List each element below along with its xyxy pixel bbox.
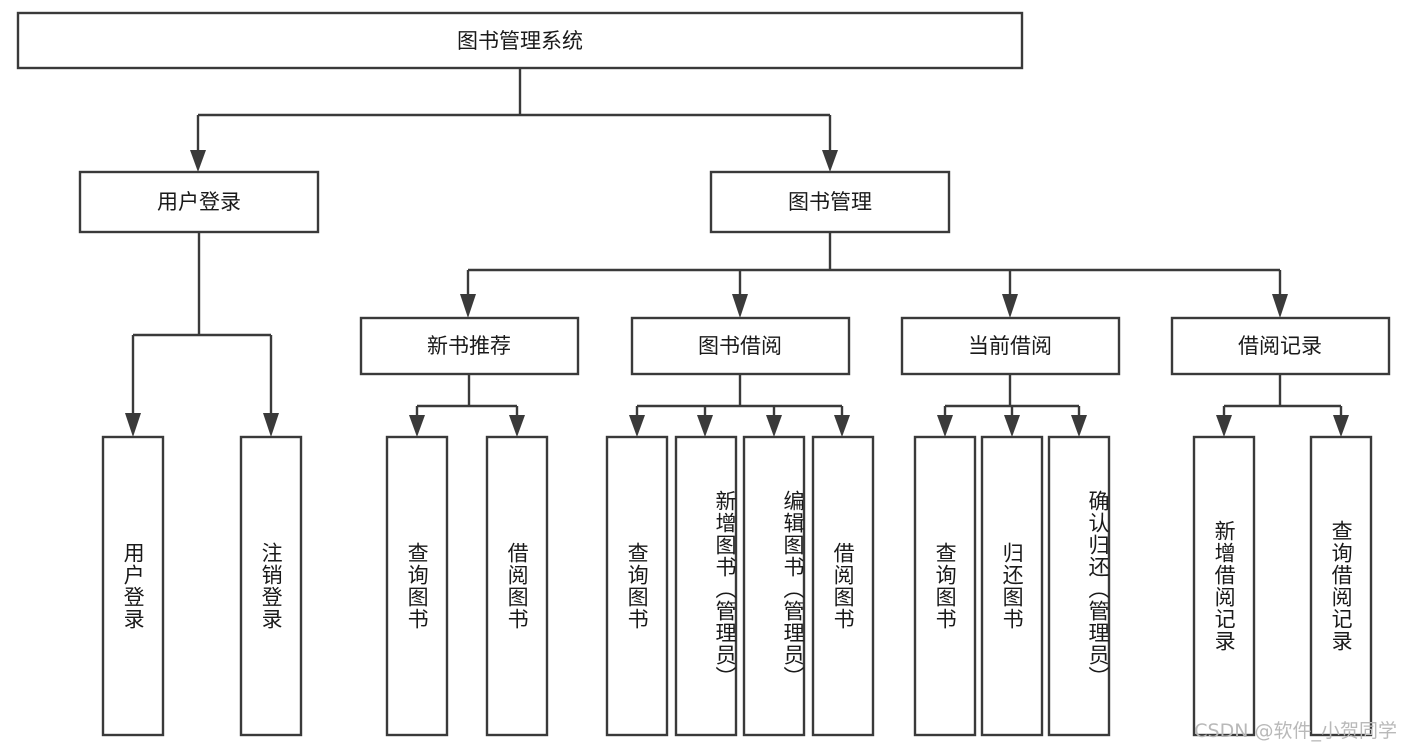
node-book-manage[interactable]: 图书管理: [709, 170, 951, 234]
root-box[interactable]: [16, 11, 1024, 70]
connector-bookborrow-to-leaves: [629, 374, 850, 437]
node-book-borrow[interactable]: 图书借阅: [630, 316, 851, 376]
leaf-box-bb-borrow[interactable]: [811, 435, 875, 737]
book-manage-label: 图书管理: [788, 190, 872, 214]
node-root[interactable]: 图书管理系统: [16, 11, 1024, 70]
arrow-head-icon: [1071, 415, 1087, 437]
watermark-text: CSDN @软件_小贺同学: [1194, 720, 1397, 742]
leaf-box-logout[interactable]: [239, 435, 303, 737]
node-current-borrow[interactable]: 当前借阅: [900, 316, 1121, 376]
arrow-head-icon: [1272, 294, 1288, 318]
leaf-box-br-add[interactable]: [1192, 435, 1256, 737]
arrow-head-icon: [263, 413, 279, 437]
node-new-book-recommend[interactable]: 新书推荐: [359, 316, 580, 376]
arrow-head-icon: [766, 415, 782, 437]
user-login-box[interactable]: [78, 170, 320, 234]
arrow-head-icon: [732, 294, 748, 318]
arrow-head-icon: [1333, 415, 1349, 437]
connector-borrowrecord-to-leaves: [1216, 374, 1349, 437]
connector-newbook-to-leaves: [409, 374, 525, 437]
arrow-head-icon: [697, 415, 713, 437]
leaf-box-cb-return[interactable]: [980, 435, 1044, 737]
leaf-box-cb-query[interactable]: [913, 435, 977, 737]
leaf-box-br-query[interactable]: [1309, 435, 1373, 737]
arrow-head-icon: [629, 415, 645, 437]
connector-root-to-level2: [190, 68, 838, 172]
arrow-head-icon: [509, 415, 525, 437]
current-borrow-label: 当前借阅: [968, 334, 1052, 358]
new-book-recommend-box[interactable]: [359, 316, 580, 376]
leaf-box-bb-query[interactable]: [605, 435, 669, 737]
arrow-head-icon: [1216, 415, 1232, 437]
connector-bookmanage-to-level3: [460, 232, 1288, 318]
current-borrow-box[interactable]: [900, 316, 1121, 376]
leaf-box-bb-add[interactable]: [674, 435, 738, 737]
leaf-box-nb-borrow[interactable]: [485, 435, 549, 737]
connector-userlogin-to-leaves: [125, 232, 279, 437]
arrow-head-icon: [822, 150, 838, 172]
borrow-record-label: 借阅记录: [1238, 334, 1322, 358]
connector-currentborrow-to-leaves: [937, 374, 1087, 437]
arrow-head-icon: [460, 294, 476, 318]
user-login-label: 用户登录: [157, 190, 241, 214]
leaf-box-cb-confirm[interactable]: [1047, 435, 1111, 737]
arrow-head-icon: [409, 415, 425, 437]
new-book-recommend-label: 新书推荐: [427, 334, 511, 358]
arrow-head-icon: [1004, 415, 1020, 437]
leaf-box-bb-edit[interactable]: [742, 435, 806, 737]
leaf-box-user-login[interactable]: [101, 435, 165, 737]
arrow-head-icon: [1002, 294, 1018, 318]
arrow-head-icon: [834, 415, 850, 437]
book-borrow-label: 图书借阅: [698, 334, 782, 358]
root-label: 图书管理系统: [457, 29, 583, 53]
node-borrow-record[interactable]: 借阅记录: [1170, 316, 1391, 376]
arrow-head-icon: [937, 415, 953, 437]
leaf-box-nb-query[interactable]: [385, 435, 449, 737]
node-user-login[interactable]: 用户登录: [78, 170, 320, 234]
arrow-head-icon: [125, 413, 141, 437]
arrow-head-icon: [190, 150, 206, 172]
